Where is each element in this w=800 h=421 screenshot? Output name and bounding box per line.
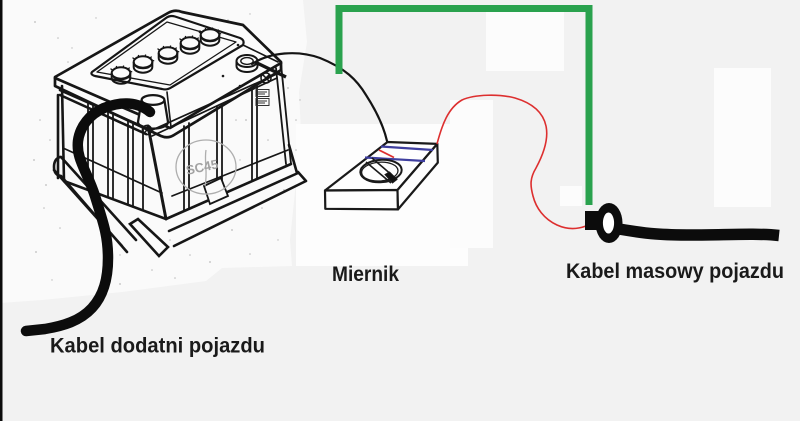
svg-text:Miernik: Miernik [332,263,399,286]
svg-text:Kabel dodatni pojazdu: Kabel dodatni pojazdu [50,335,265,358]
svg-text:Kabel masowy pojazdu: Kabel masowy pojazdu [566,260,784,283]
svg-text:SC45: SC45 [185,156,220,177]
